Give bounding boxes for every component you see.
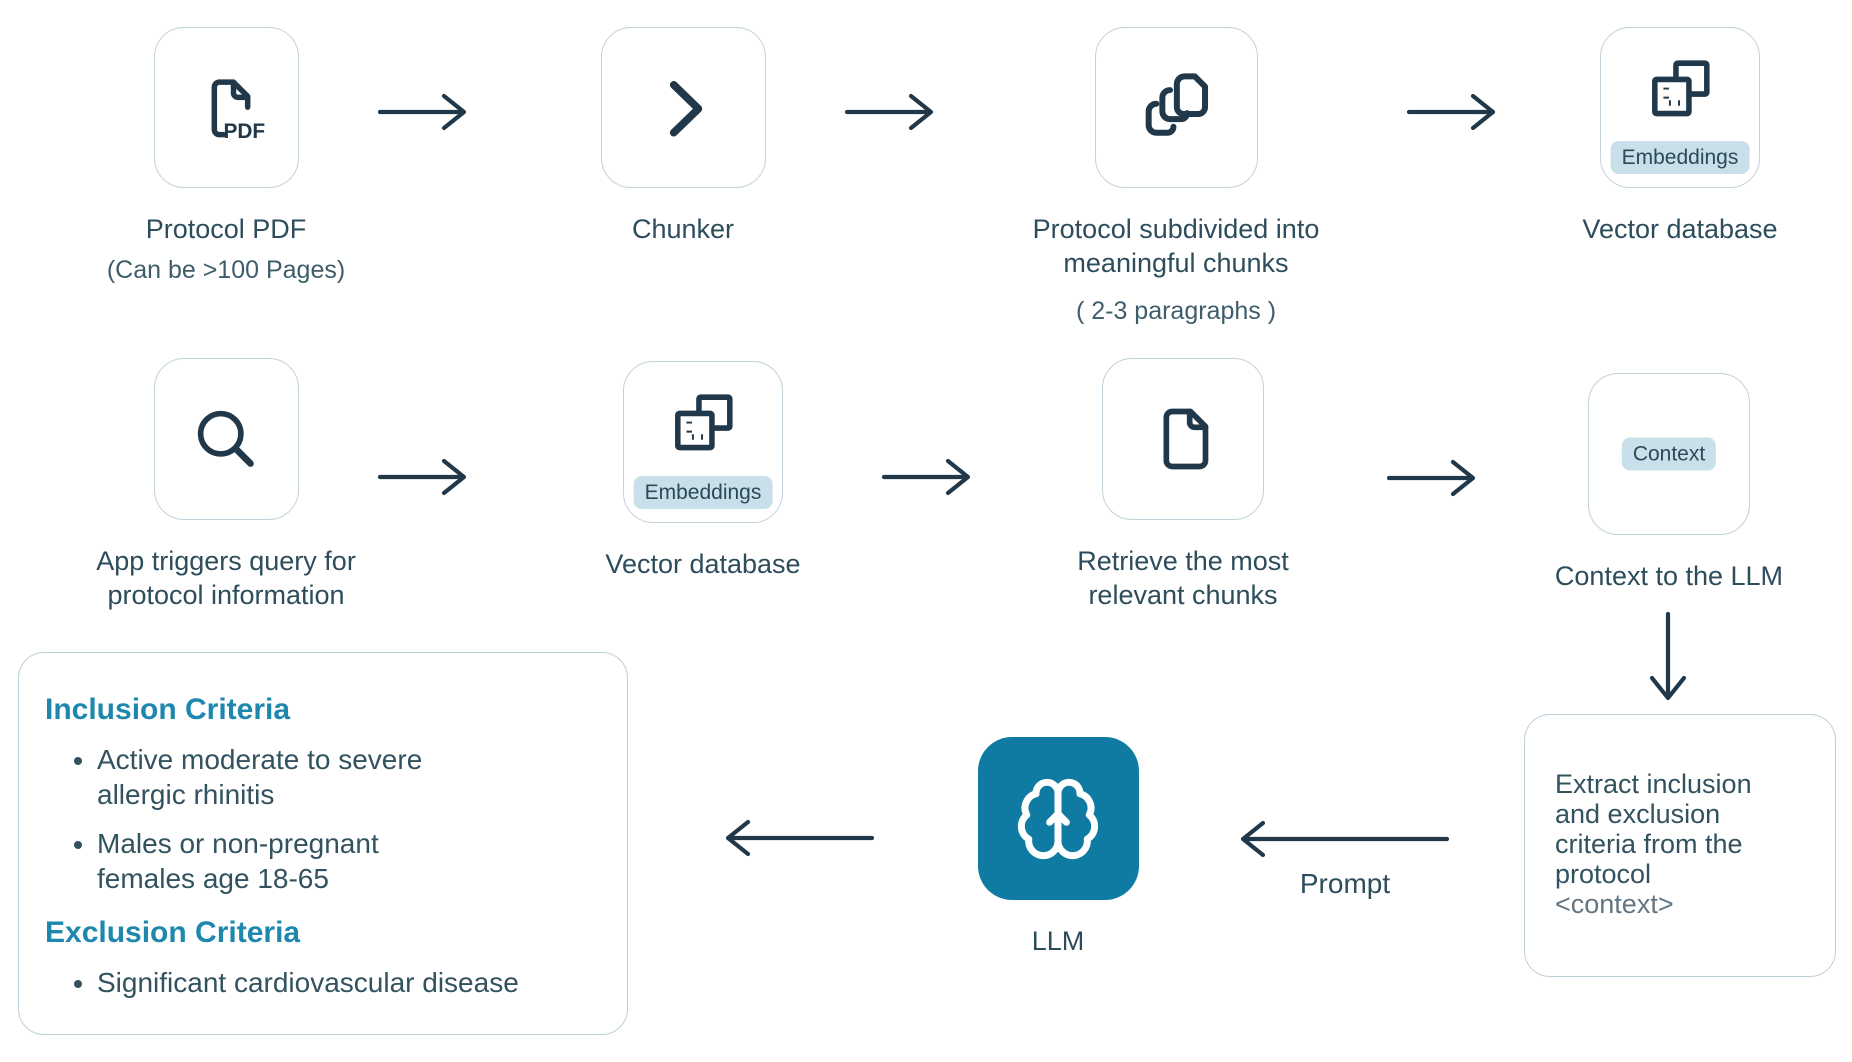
- pdf-file-icon: PDF: [211, 78, 266, 143]
- document-copies-icon: [1145, 72, 1209, 136]
- node-llm: LLM: [888, 737, 1228, 958]
- context-token-text: <context>: [1555, 889, 1674, 919]
- arrow-chunks-to-vectordb: [1405, 90, 1499, 134]
- vector-database-tile: Embeddings: [623, 361, 783, 523]
- overlapping-squares-icon: [1652, 59, 1710, 116]
- overlapping-squares-icon: [675, 394, 733, 451]
- node-label: Context to the LLM: [1554, 561, 1784, 591]
- node-chunker: Chunker: [513, 27, 853, 246]
- node-label: Retrieve the most relevant chunks: [1077, 546, 1289, 610]
- llm-tile: [977, 737, 1139, 900]
- embeddings-badge: Embeddings: [633, 476, 773, 509]
- app-query-tile: [153, 358, 299, 520]
- document-icon: [1163, 408, 1209, 470]
- magnifier-icon: [197, 410, 254, 467]
- context-badge: Context: [1621, 437, 1717, 471]
- criteria-bullet: Significant cardiovascular disease: [97, 965, 607, 1000]
- arrow-llm-to-output: [722, 816, 876, 860]
- node-context: Context Context to the LLM: [1499, 373, 1839, 593]
- inclusion-criteria-list: Active moderate to severe allergic rhini…: [45, 742, 607, 896]
- criteria-bullet: Active moderate to severe allergic rhini…: [97, 742, 607, 812]
- arrow-vectordb-to-retrieve: [880, 455, 974, 499]
- extract-prompt-box: Extract inclusion and exclusion criteria…: [1524, 714, 1836, 977]
- node-label: LLM: [1031, 926, 1085, 956]
- criteria-bullet: Males or non-pregnant females age 18-65: [97, 826, 607, 896]
- node-protocol-pdf: PDF Protocol PDF (Can be >100 Pages): [56, 27, 396, 285]
- criteria-output-box: Inclusion Criteria Active moderate to se…: [18, 652, 628, 1035]
- node-sublabel: ( 2-3 paragraphs ): [1075, 297, 1277, 325]
- arrow-context-to-extract: [1646, 610, 1690, 704]
- node-vector-database-1: Embeddings Vector database: [1510, 27, 1850, 246]
- node-label: Vector database: [1582, 214, 1778, 244]
- node-sublabel: (Can be >100 Pages): [106, 256, 346, 284]
- arrow-chunker-to-chunks: [843, 90, 937, 134]
- arrow-retrieve-to-context: [1385, 456, 1479, 500]
- arrow-prompt-to-llm: [1237, 817, 1451, 861]
- protocol-pdf-tile: PDF: [153, 27, 299, 188]
- brain-icon: [1017, 778, 1099, 859]
- embeddings-badge: Embeddings: [1610, 141, 1750, 174]
- node-chunks: Protocol subdivided into meaningful chun…: [1006, 27, 1346, 326]
- node-label: Protocol PDF: [145, 214, 307, 244]
- arrow-query-to-vectordb: [376, 455, 470, 499]
- chunks-tile: [1094, 27, 1258, 188]
- node-vector-database-2: Embeddings Vector database: [533, 361, 873, 581]
- node-label: Chunker: [631, 214, 735, 244]
- node-label: App triggers query for protocol informat…: [96, 546, 356, 610]
- node-label: Vector database: [605, 549, 801, 579]
- exclusion-criteria-heading: Exclusion Criteria: [45, 916, 301, 949]
- chunker-tile: [600, 27, 766, 188]
- svg-text:PDF: PDF: [224, 120, 266, 143]
- node-app-query: App triggers query for protocol informat…: [56, 358, 396, 612]
- vector-database-tile: Embeddings: [1600, 27, 1760, 188]
- retrieve-chunks-tile: [1102, 358, 1264, 520]
- arrow-pdf-to-chunker: [376, 90, 470, 134]
- chevron-right-icon: [669, 80, 703, 137]
- exclusion-criteria-list: Significant cardiovascular disease: [45, 965, 607, 1000]
- context-tile: Context: [1588, 373, 1750, 535]
- inclusion-criteria-heading: Inclusion Criteria: [45, 693, 291, 726]
- node-label: Protocol subdivided into meaningful chun…: [1032, 214, 1320, 278]
- prompt-label: Prompt: [1299, 868, 1391, 899]
- extract-prompt-text: Extract inclusion and exclusion criteria…: [1555, 769, 1752, 889]
- node-retrieve-chunks: Retrieve the most relevant chunks: [1013, 358, 1353, 612]
